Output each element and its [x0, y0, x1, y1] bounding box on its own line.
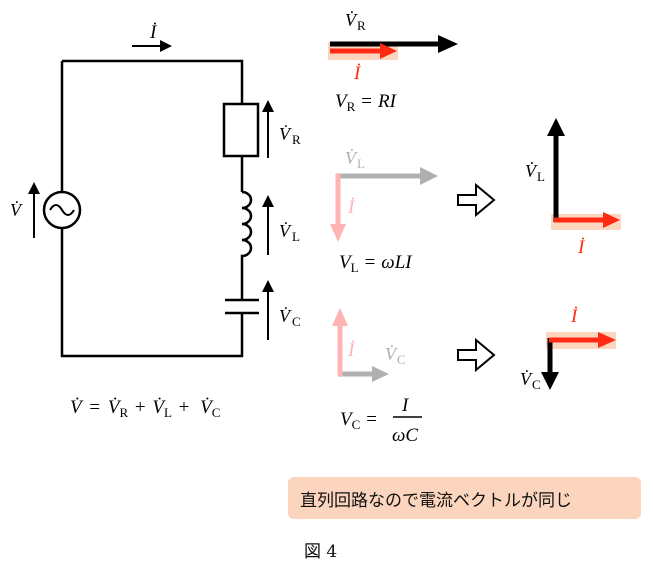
vr-phasor-head	[438, 35, 458, 53]
i-phasor-head	[598, 332, 616, 348]
vl-phasor-faded-head	[420, 167, 438, 185]
fraction-denominator: ωC	[392, 425, 418, 446]
vr-phasor-label: V̇R	[345, 9, 366, 33]
inductor	[240, 190, 253, 258]
wire-left-lower	[60, 228, 244, 358]
i-faded-label: İ	[347, 340, 356, 361]
series-circuit-note: 直列回路なので電流ベクトルが同じ	[288, 477, 641, 519]
i-phasor-label: İ	[353, 63, 362, 84]
capacitor-equation: VC=	[340, 409, 377, 432]
resistor-phasor: V̇R İ VR=RI	[328, 9, 458, 114]
vc-phasor-head	[541, 372, 559, 390]
i-phasor-label: İ	[570, 306, 579, 327]
capacitor-phasor-after: İ V̇C	[520, 306, 616, 392]
vl-label: V̇L	[279, 220, 300, 244]
transform-arrow-icon	[457, 182, 496, 218]
fraction-numerator: I	[401, 395, 410, 416]
wire-top	[62, 59, 244, 104]
inductor-equation: VL=ωLI	[339, 252, 413, 275]
vl-phasor-head	[547, 118, 565, 136]
i-phasor-label: İ	[577, 237, 586, 258]
transform-arrow-icon	[457, 337, 496, 373]
resistor	[222, 102, 260, 158]
i-phasor-head	[380, 43, 397, 59]
vc-phasor-faded-head	[372, 366, 389, 382]
inductor-phasor-after: V̇L İ	[525, 118, 621, 258]
circuit	[42, 59, 260, 358]
i-faded-label: İ	[347, 197, 356, 218]
vr-label: V̇R	[279, 123, 301, 147]
kvl-equation: V̇ = V̇R + V̇L + V̇C	[70, 396, 220, 422]
vl-phasor-label: V̇L	[525, 160, 545, 184]
current-label: İ	[149, 22, 158, 43]
ac-source	[42, 190, 82, 230]
vc-phasor-label: V̇C	[520, 368, 541, 392]
inductor-phasor-before: V̇L İ VL=ωLI	[330, 147, 438, 275]
i-phasor-faded-head	[332, 308, 348, 326]
figure-caption: 図 4	[304, 542, 338, 562]
vc-faded-label: V̇C	[385, 343, 406, 367]
note-text: 直列回路なので電流ベクトルが同じ	[300, 490, 572, 511]
sine-wave-icon	[49, 204, 75, 216]
source-voltage-label: V̇	[10, 199, 23, 220]
i-phasor-faded-head	[330, 224, 346, 242]
i-phasor-head	[603, 212, 620, 228]
vc-label: V̇C	[279, 305, 301, 329]
capacitor-phasor-before: İ V̇C VC= I ωC	[332, 308, 422, 446]
vl-faded-label: V̇L	[345, 147, 365, 171]
resistor-equation: VR=RI	[335, 91, 398, 114]
